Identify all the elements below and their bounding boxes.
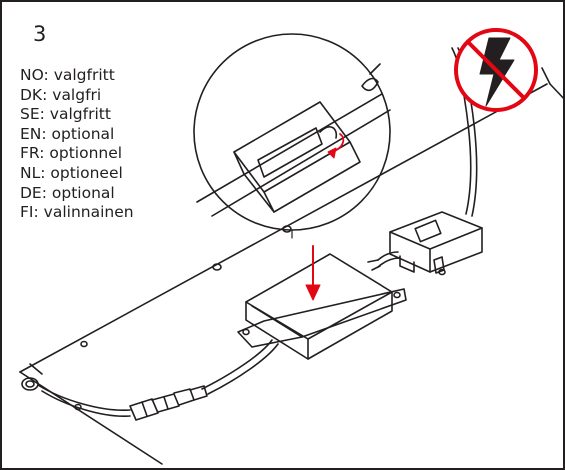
leader-line — [541, 67, 563, 99]
detail-zoom-circle — [193, 33, 391, 239]
language-text: valgfri — [52, 85, 102, 104]
optional-language-list: NO: valgfritt DK: valgfri SE: valgfritt … — [20, 66, 134, 223]
language-text: optional — [51, 124, 115, 143]
language-text: optional — [51, 183, 115, 202]
language-text: valgfritt — [53, 66, 115, 84]
language-item: FI: valinnainen — [20, 203, 134, 222]
language-code: FR — [20, 144, 40, 163]
controller-unit — [367, 211, 483, 276]
language-item: DK: valgfri — [20, 85, 102, 104]
language-code: EN — [20, 124, 42, 143]
language-item: DE: optional — [20, 183, 115, 202]
cable-connector — [129, 385, 208, 421]
language-text: optioneel — [50, 163, 123, 182]
power-cable — [37, 339, 279, 417]
language-text: valinnainen — [43, 203, 134, 222]
language-text: valgfritt — [49, 105, 111, 124]
language-item: SE: valgfritt — [20, 105, 111, 124]
language-item: NO: valgfritt — [20, 66, 115, 84]
language-code: NL — [20, 163, 41, 182]
mounting-plate — [237, 288, 407, 348]
install-arrow — [305, 245, 321, 301]
language-code: DK — [20, 85, 43, 104]
heater-panel — [19, 83, 548, 465]
language-text: optionnel — [49, 144, 123, 163]
language-code: DE — [20, 183, 42, 202]
language-code: NO — [20, 66, 44, 84]
language-item: NL: optioneel — [20, 163, 123, 182]
language-code: FI — [20, 203, 34, 222]
step-number: 3 — [33, 22, 47, 46]
driver-box — [245, 253, 393, 360]
language-code: SE — [20, 105, 40, 124]
language-item: EN: optional — [20, 124, 115, 143]
no-electricity-icon — [454, 28, 538, 112]
language-item: FR: optionnel — [20, 144, 123, 163]
